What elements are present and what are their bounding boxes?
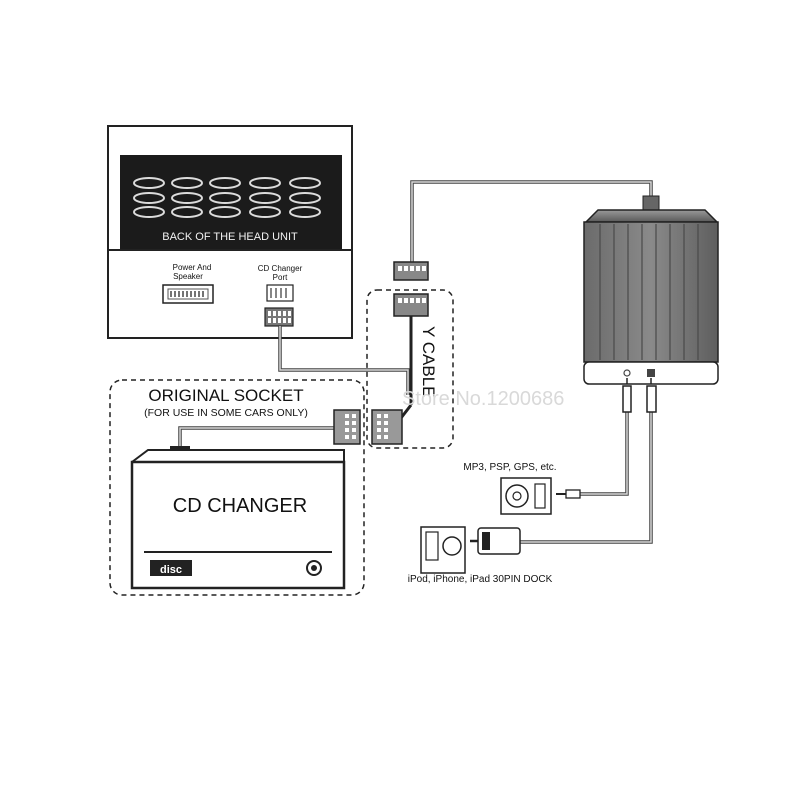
cd-changer: CD CHANGER disc — [130, 446, 346, 590]
mp3-player-icon — [500, 477, 552, 515]
cable-aux — [580, 412, 629, 496]
power-label-line2: Speaker — [173, 272, 203, 281]
power-label-line1: Power And — [173, 263, 212, 272]
cable-original-socket — [178, 426, 340, 448]
original-socket-subtitle: (FOR USE IN SOME CARS ONLY) — [144, 407, 308, 419]
head-unit-title: BACK OF THE HEAD UNIT — [162, 231, 298, 243]
cable-ycable-to-module — [410, 180, 653, 262]
original-socket-connector — [333, 409, 361, 445]
cable-dock — [520, 412, 653, 544]
cd-port-label-line1: CD Changer — [258, 264, 303, 273]
dock-devices-label: iPod, iPhone, iPad 30PIN DOCK — [408, 574, 553, 585]
dock-connector — [470, 527, 521, 555]
dock-plug — [646, 378, 657, 413]
y-cable-mid-connector — [393, 293, 429, 317]
y-cable-top-connector — [393, 261, 429, 281]
emulator-module — [583, 195, 719, 385]
original-socket-title: ORIGINAL SOCKET — [148, 386, 303, 405]
dock-port-icon — [647, 369, 655, 377]
aux-plug — [622, 378, 632, 413]
aux-devices-label: MP3, PSP, GPS, etc. — [463, 462, 556, 473]
cables — [178, 180, 653, 544]
cd-changer-port: CD Changer Port — [258, 264, 303, 327]
disc-badge: disc — [160, 564, 182, 576]
cd-changer-label: CD CHANGER — [173, 495, 307, 517]
original-socket-outline — [109, 379, 365, 596]
y-cable-label: Y CABLE — [419, 326, 438, 398]
y-cable-bottom-connector — [371, 409, 403, 445]
head-unit: BACK OF THE HEAD UNIT Power And Speaker … — [107, 125, 353, 339]
power-speaker-connector: Power And Speaker — [162, 263, 214, 304]
cd-port-label-line2: Port — [273, 273, 288, 282]
aux-jack — [556, 489, 581, 499]
watermark: Store No.1200686 — [402, 388, 564, 410]
head-unit-vents — [133, 177, 321, 218]
aux-port-icon — [623, 369, 631, 377]
ipod-icon — [420, 526, 466, 574]
cable-headunit-to-ycable — [278, 326, 410, 395]
